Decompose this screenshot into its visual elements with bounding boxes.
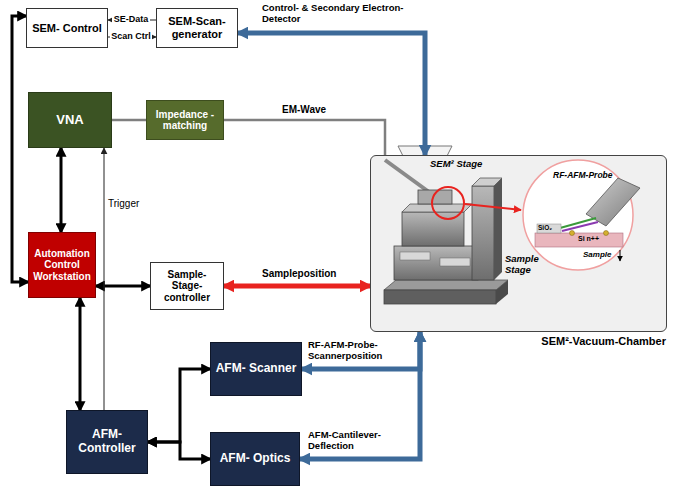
connector	[108, 19, 156, 20]
connector	[224, 284, 370, 289]
matching-box: Impedance -matching	[146, 100, 224, 140]
stage-label: Sample Stage	[505, 254, 549, 276]
box-label: Automation Control Workstation	[29, 248, 95, 283]
rf-probe-tube	[385, 160, 440, 200]
box-label: VNA	[52, 113, 87, 128]
stage-tower-side	[494, 178, 502, 280]
box-label: SEM-Scan- generator	[157, 15, 237, 40]
afm-scanner-box: AFM- Scanner	[210, 342, 302, 396]
stage-base	[384, 290, 496, 304]
particle	[570, 231, 575, 236]
signal-label: Sampleposition	[262, 268, 362, 280]
connector	[148, 442, 210, 459]
stage-lower-block	[394, 246, 478, 280]
particle	[604, 231, 609, 236]
signal-label: Scan Ctrl	[110, 31, 152, 41]
stage-base-side	[496, 280, 508, 304]
probe-holder	[418, 190, 452, 204]
stage-tower-top	[472, 178, 502, 186]
connector	[60, 148, 63, 232]
connector	[300, 332, 420, 459]
signal-label: EM-Wave	[282, 104, 352, 116]
highlight-circle	[432, 187, 464, 219]
generator-box: SEM-Scan- generator	[156, 8, 238, 48]
sample-label: Sample	[583, 250, 617, 259]
sample-arrow	[620, 250, 621, 261]
connector	[108, 36, 156, 37]
signal-label: Trigger	[108, 198, 152, 210]
box-label: AFM- Scanner	[212, 362, 301, 376]
connector	[302, 332, 420, 369]
box-label: AFM- Optics	[216, 452, 295, 466]
chamber-label: SEM²-Vacuum-Chamber	[541, 335, 666, 348]
probe-label: RF-AFM-Probe	[553, 171, 625, 181]
control-box: SEM- Control	[26, 8, 108, 48]
stage-top-face	[402, 204, 472, 212]
stage-label: SEM² Stage	[430, 159, 500, 170]
connector	[148, 369, 210, 442]
box-label: Sample- Stage- controller	[151, 269, 223, 304]
zoom-inset	[523, 160, 633, 270]
instrument-box: VNA	[28, 92, 112, 148]
layer-label: SiO₂	[538, 224, 562, 231]
connector	[12, 16, 28, 282]
zoom-arrow	[465, 204, 521, 210]
vacuum-chamber: SEM²-Vacuum-Chamber	[370, 155, 667, 332]
box-label: SEM- Control	[28, 22, 106, 35]
connector	[238, 33, 425, 155]
stage-rail	[440, 258, 470, 266]
connector	[224, 120, 385, 155]
probe-signal-line	[562, 222, 598, 231]
stage-base-top	[384, 280, 508, 290]
signal-label: SE-Data	[112, 14, 150, 24]
oxide-layer	[537, 224, 561, 233]
probe-cylinder	[586, 178, 640, 226]
box-label: AFM- Controller	[67, 428, 147, 456]
signal-label: AFM-Cantilever- Deflection	[308, 430, 408, 452]
signal-label: Control- & Secondary Electron-Detector	[262, 3, 412, 25]
controller-box: Sample- Stage- controller	[150, 262, 224, 310]
box-label: Impedance -matching	[147, 109, 223, 132]
stage-tower	[472, 186, 494, 280]
workstation-box: Automation Control Workstation	[28, 232, 96, 298]
connector	[104, 148, 105, 410]
connector	[112, 119, 146, 122]
signal-label: RF-AFM-Probe- Scannerposition	[308, 340, 408, 362]
afm-controller-box: AFM- Controller	[66, 410, 148, 474]
sample-substrate	[535, 233, 623, 247]
layer-label: Si n++	[578, 235, 618, 243]
afm-optics-box: AFM- Optics	[210, 432, 300, 486]
connector	[79, 298, 82, 410]
stage-upper-block	[402, 212, 464, 246]
probe-cantilever	[560, 218, 596, 228]
stage-rail	[400, 252, 430, 260]
